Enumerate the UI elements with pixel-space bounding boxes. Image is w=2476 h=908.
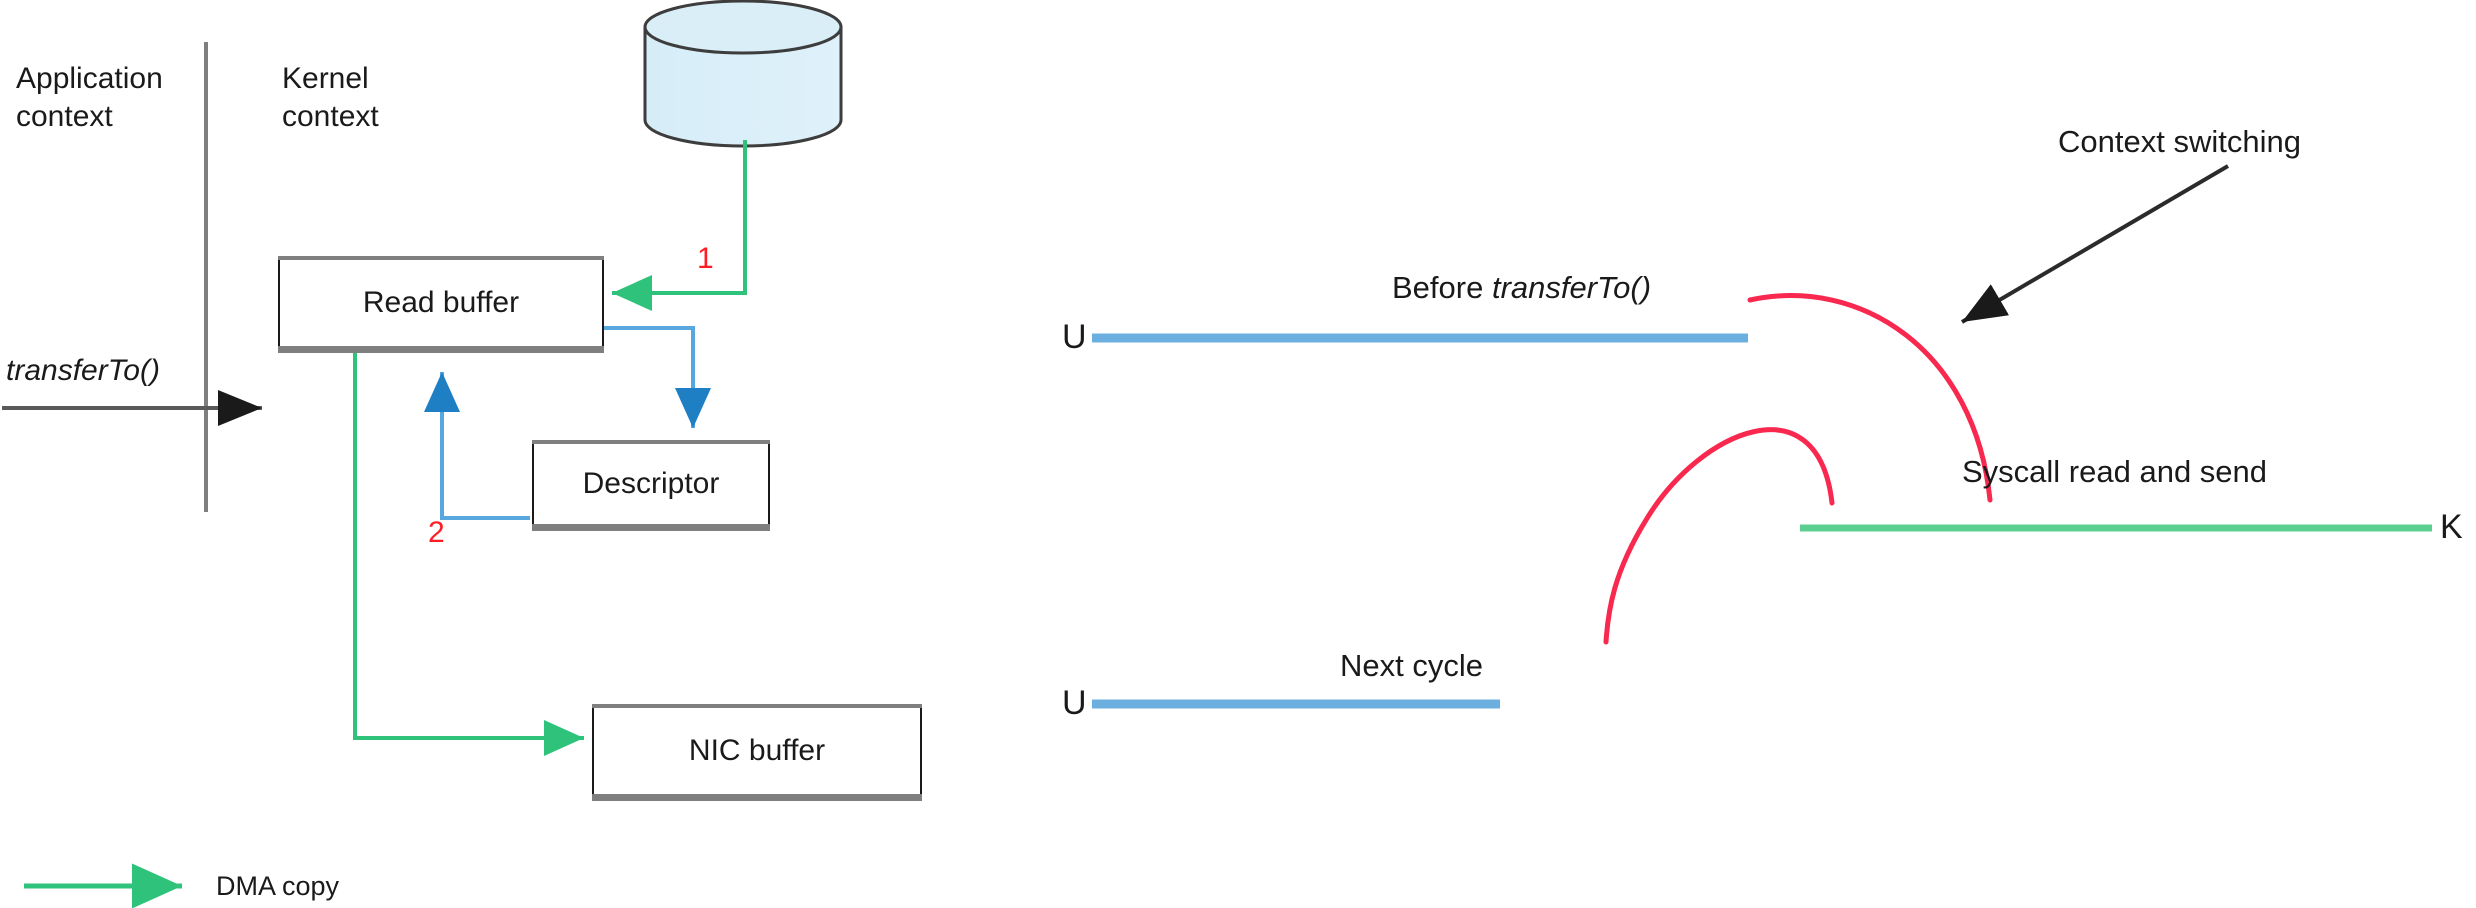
kernel-lane-label: K — [2440, 508, 2463, 546]
user-lane-top-label: U — [1062, 318, 1087, 356]
box-bottom-accent — [278, 346, 604, 350]
nic-buffer-label: NIC buffer — [688, 734, 826, 767]
disk-cylinder-icon — [643, 0, 843, 148]
nic-buffer-box[interactable]: NIC buffer — [592, 704, 922, 798]
dma-arrow-read-buffer-to-nic — [353, 352, 584, 756]
descriptor-box[interactable]: Descriptor — [532, 440, 770, 528]
before-transferto-prefix: Before — [1392, 270, 1492, 305]
kernel-context-label: Kernel context — [282, 62, 379, 134]
context-switching-label: Context switching — [2058, 124, 2301, 159]
step-1-number: 1 — [697, 242, 714, 275]
transferto-entry-label: transferTo() — [6, 354, 160, 387]
box-bottom-accent — [532, 524, 770, 528]
before-transferto-call: transferTo() — [1491, 270, 1652, 305]
user-lane-bottom-label: U — [1062, 684, 1087, 722]
next-cycle-label: Next cycle — [1340, 648, 1483, 683]
box-top-accent — [532, 440, 770, 444]
box-top-accent — [592, 704, 922, 708]
read-buffer-label: Read buffer — [362, 286, 520, 319]
step-2-number: 2 — [428, 516, 445, 549]
box-top-accent — [278, 256, 604, 260]
context-switch-arc-into-kernel — [1747, 293, 1993, 503]
dma-arrow-disk-to-read-buffer — [612, 140, 747, 311]
descriptor-append-arrow — [604, 326, 711, 428]
application-context-label: Application context — [16, 62, 163, 134]
context-switch-arc-to-user — [1603, 427, 1835, 645]
descriptor-label: Descriptor — [582, 467, 720, 500]
read-buffer-box[interactable]: Read buffer — [278, 256, 604, 350]
context-switching-pointer-arrow — [1960, 164, 2230, 324]
legend-dma-copy-label: DMA copy — [216, 871, 340, 901]
box-bottom-accent — [592, 794, 922, 798]
before-transferto-label: Before transferTo() — [1392, 268, 1651, 308]
descriptor-return-arrow — [424, 372, 530, 520]
syscall-read-send-label: Syscall read and send — [1962, 454, 2268, 489]
